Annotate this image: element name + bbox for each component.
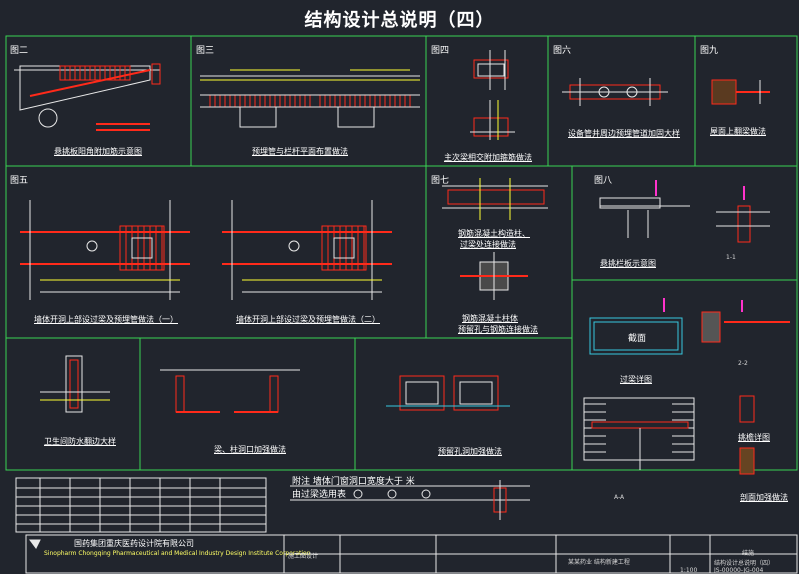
caption-cantilever-parapet: 悬挑栏板示意图: [600, 259, 656, 268]
lintel-box: [589, 317, 683, 355]
embedded-pipe: [288, 240, 300, 252]
caption-column-hole-a: 钢筋混凝土柱体: [462, 314, 518, 323]
caption-roof-upturned-beam: 屋面上翻梁做法: [710, 127, 766, 136]
caption-constructional-column-b: 过梁处连接做法: [460, 240, 516, 249]
detail-rect: [737, 205, 751, 243]
detail-rect: [399, 375, 445, 411]
detail-rect: [477, 63, 505, 77]
detail-rect: [65, 355, 83, 413]
detail-rect: [593, 321, 679, 351]
panel-label-4: 图四: [431, 46, 450, 56]
sheet-title: 结构设计总说明（四）: [304, 10, 495, 31]
panel-label-9: 图九: [700, 46, 719, 56]
panel-label-5: 图五: [10, 176, 29, 186]
detail-rect: [239, 106, 277, 128]
project-name: 某某药业 结构新建工程: [568, 559, 630, 566]
company-name-en: Sinopharm Chongqing Pharmaceutical and M…: [44, 550, 311, 557]
company-name-cn: 国药集团重庆医药设计院有限公司: [74, 539, 194, 548]
pipe-circle: [626, 86, 638, 98]
panel-label-8: 图八: [594, 176, 613, 186]
caption-opening-strengthening: 梁、柱洞口加强做法: [214, 445, 286, 454]
detail-rect: [739, 447, 755, 475]
caption-shaft-pipe-reinforcement: 设备管井周边预埋管道加固大样: [568, 129, 680, 138]
caption-balcony-corner-rebar: 悬挑板阳角附加筋示意图: [54, 147, 142, 156]
label-section-1-1: 1-1: [726, 254, 736, 261]
detail-rect: [269, 375, 279, 413]
caption-reserved-hole: 预留孔洞加强做法: [438, 447, 502, 456]
wall-elevation: [583, 397, 695, 461]
detail-rect: [453, 375, 499, 411]
detail-rect: [175, 375, 185, 413]
caption-constructional-column-a: 钢筋混凝土构造柱、: [458, 229, 530, 238]
rebar-cage: [119, 225, 165, 271]
caption-column-hole-b: 预留孔与钢筋连接做法: [458, 325, 538, 334]
detail-rect: [739, 395, 755, 423]
label-section-2-2: 2-2: [738, 360, 748, 367]
detail-rect: [151, 63, 161, 85]
label-section-a-a: A-A: [614, 494, 625, 501]
detail-rect: [591, 421, 689, 429]
detail-rect: [405, 381, 439, 405]
detail-rect: [473, 59, 509, 79]
detail-rect: [447, 189, 545, 205]
schedule-table: [15, 477, 267, 533]
detail-rect: [599, 197, 661, 209]
caption-wall-opening-1: 墙体开洞上部设过梁及预埋管做法（一）: [34, 315, 178, 324]
embedded-pipe: [86, 240, 98, 252]
design-stage: 施工图设计: [288, 553, 319, 560]
rebar-cage: [321, 225, 367, 271]
panel-label-7: 图七: [431, 176, 450, 186]
note-line-1: 附注 墙体门窗洞口宽度大于 米: [292, 477, 415, 487]
panel-label-3: 图三: [196, 46, 215, 56]
pipe-circle: [598, 86, 610, 98]
detail-rect: [473, 117, 509, 137]
table-symbol: [421, 489, 431, 499]
caption-lintel-detail: 过梁详图: [620, 375, 652, 384]
detail-rect: [131, 237, 153, 259]
upturned-beam-section: [711, 79, 737, 105]
detail-rect: [701, 311, 721, 343]
caption-beam-junction-stirrups: 主次梁相交附加箍筋做法: [444, 153, 532, 162]
rebar-main: [29, 69, 151, 97]
label-drain-section: 截面: [628, 334, 647, 344]
company-logo: [29, 539, 41, 549]
scale: 1:100: [680, 567, 698, 574]
caption-section-strengthening: 剖面加强做法: [740, 493, 788, 502]
caption-toilet-waterproof: 卫生间防水翻边大样: [44, 437, 116, 446]
panel-label-6: 图六: [553, 46, 572, 56]
drawing-name: 结构设计总说明（四）: [714, 560, 775, 567]
detail-rect: [459, 381, 493, 405]
discipline: 结施: [742, 550, 755, 557]
pipe-circle: [38, 108, 58, 128]
table-symbol: [353, 489, 363, 499]
table-symbol: [387, 489, 397, 499]
caption-eave-detail: 挑檐详图: [738, 433, 770, 442]
detail-rect: [333, 237, 355, 259]
note-line-2: 由过梁选用表: [292, 490, 347, 500]
panel-label-2: 图二: [10, 46, 29, 56]
caption-embedded-pipe-railing: 预埋管与栏杆平面布置做法: [252, 147, 348, 156]
drawing-number: JS-00000-JG-004: [714, 567, 764, 574]
detail-rect: [69, 359, 79, 409]
caption-wall-opening-2: 墙体开洞上部设过梁及预埋管做法（二）: [236, 315, 380, 324]
detail-rect: [337, 106, 375, 128]
